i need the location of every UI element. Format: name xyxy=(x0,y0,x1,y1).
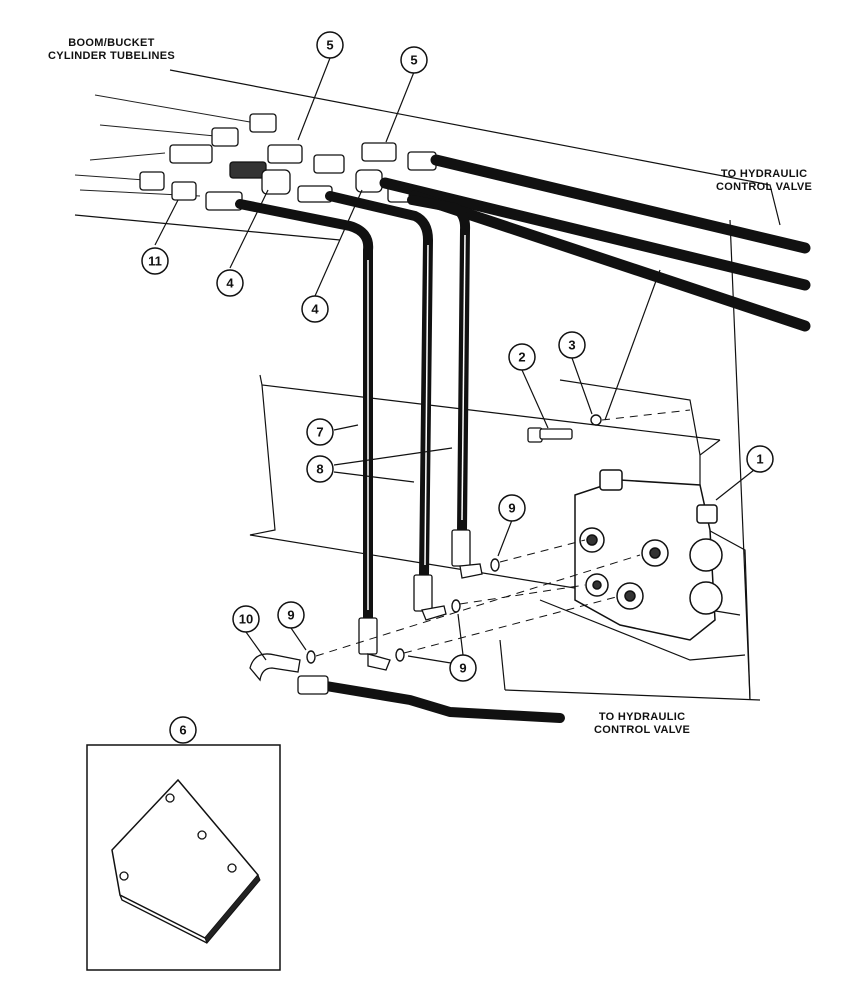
to-control-valve-top-line1: TO HYDRAULIC xyxy=(720,168,808,180)
tube-to-valve-3 xyxy=(408,190,811,332)
boom-bucket-label-line1: BOOM/BUCKET xyxy=(68,37,155,49)
fitting-end-8-right xyxy=(451,529,471,567)
tube-8-right xyxy=(407,195,471,535)
callout-4-left: 4 xyxy=(226,276,234,291)
callout-10: 10 xyxy=(239,612,253,627)
elbow-fitting-4-right xyxy=(355,169,383,193)
callout-1: 1 xyxy=(756,452,763,467)
callout-4-right: 4 xyxy=(311,302,319,317)
callout-9-left: 9 xyxy=(287,608,294,623)
to-control-valve-top-label: TO HYDRAULIC CONTROL VALVE xyxy=(716,168,812,194)
tube-highlights xyxy=(367,234,466,610)
elbow-end-8-right xyxy=(459,563,483,579)
to-control-valve-bottom-label: TO HYDRAULIC CONTROL VALVE xyxy=(594,711,690,737)
fitting-nut-b xyxy=(211,127,239,147)
callout-numbers: 5 5 4 4 11 2 3 1 7 8 9 9 10 9 6 xyxy=(148,38,763,738)
tube-to-valve-1 xyxy=(430,154,811,254)
callout-5-left: 5 xyxy=(326,38,333,53)
washer-3 xyxy=(590,414,602,426)
callout-8: 8 xyxy=(316,462,323,477)
o-ring-9-left xyxy=(306,650,316,664)
callout-9-top: 9 xyxy=(508,501,515,516)
union-fitting xyxy=(169,144,213,164)
callout-9-bottom: 9 xyxy=(459,661,466,676)
inset-plate-box xyxy=(86,744,281,971)
leader-lines xyxy=(154,57,755,666)
callout-6: 6 xyxy=(179,723,186,738)
tee-fitting-5-left xyxy=(267,144,303,164)
tee-fitting-5-right xyxy=(361,142,397,162)
callout-11: 11 xyxy=(148,254,162,269)
tube-to-valve-bottom xyxy=(315,680,565,723)
fitting-nut-a xyxy=(249,113,277,133)
fitting-nut-d xyxy=(313,154,345,174)
valve-block-1 xyxy=(574,469,723,641)
elbow-end-8-left xyxy=(421,605,447,621)
bolt-2 xyxy=(527,427,573,443)
to-control-valve-top-line2: CONTROL VALVE xyxy=(716,181,813,193)
fitting-end-8-left xyxy=(413,574,433,612)
boom-bucket-label: BOOM/BUCKET CYLINDER TUBELINES xyxy=(48,37,175,63)
tube-nut xyxy=(139,171,165,191)
to-control-valve-bottom-line1: TO HYDRAULIC xyxy=(598,711,686,723)
callout-5-right: 5 xyxy=(410,53,417,68)
fitting-end-7 xyxy=(358,617,378,655)
boom-bucket-label-line2: CYLINDER TUBELINES xyxy=(48,50,176,62)
o-ring-9-top xyxy=(490,558,500,572)
fittings-cluster xyxy=(139,113,437,211)
tube-7 xyxy=(235,199,374,625)
tube-end-fittings xyxy=(249,529,483,695)
elbow-end-7 xyxy=(367,653,391,671)
threaded-fitting xyxy=(229,161,267,179)
o-ring-9-bottom xyxy=(395,648,405,662)
callout-2: 2 xyxy=(518,350,525,365)
o-ring-9-middle xyxy=(451,599,461,613)
hydraulic-tubes xyxy=(235,154,811,723)
callout-7: 7 xyxy=(316,425,323,440)
callout-3: 3 xyxy=(568,338,575,353)
tube-8-left xyxy=(325,191,433,580)
fitting-nut-bottom xyxy=(297,675,329,695)
to-control-valve-bottom-line2: CONTROL VALVE xyxy=(594,724,691,736)
fitting-11-part xyxy=(171,181,197,201)
alignment-lines xyxy=(315,409,691,657)
tube-to-valve-2 xyxy=(379,177,811,291)
callout-circles xyxy=(141,31,774,744)
swivel-elbow-10 xyxy=(249,653,301,682)
elbow-fitting-4-left xyxy=(261,169,291,195)
